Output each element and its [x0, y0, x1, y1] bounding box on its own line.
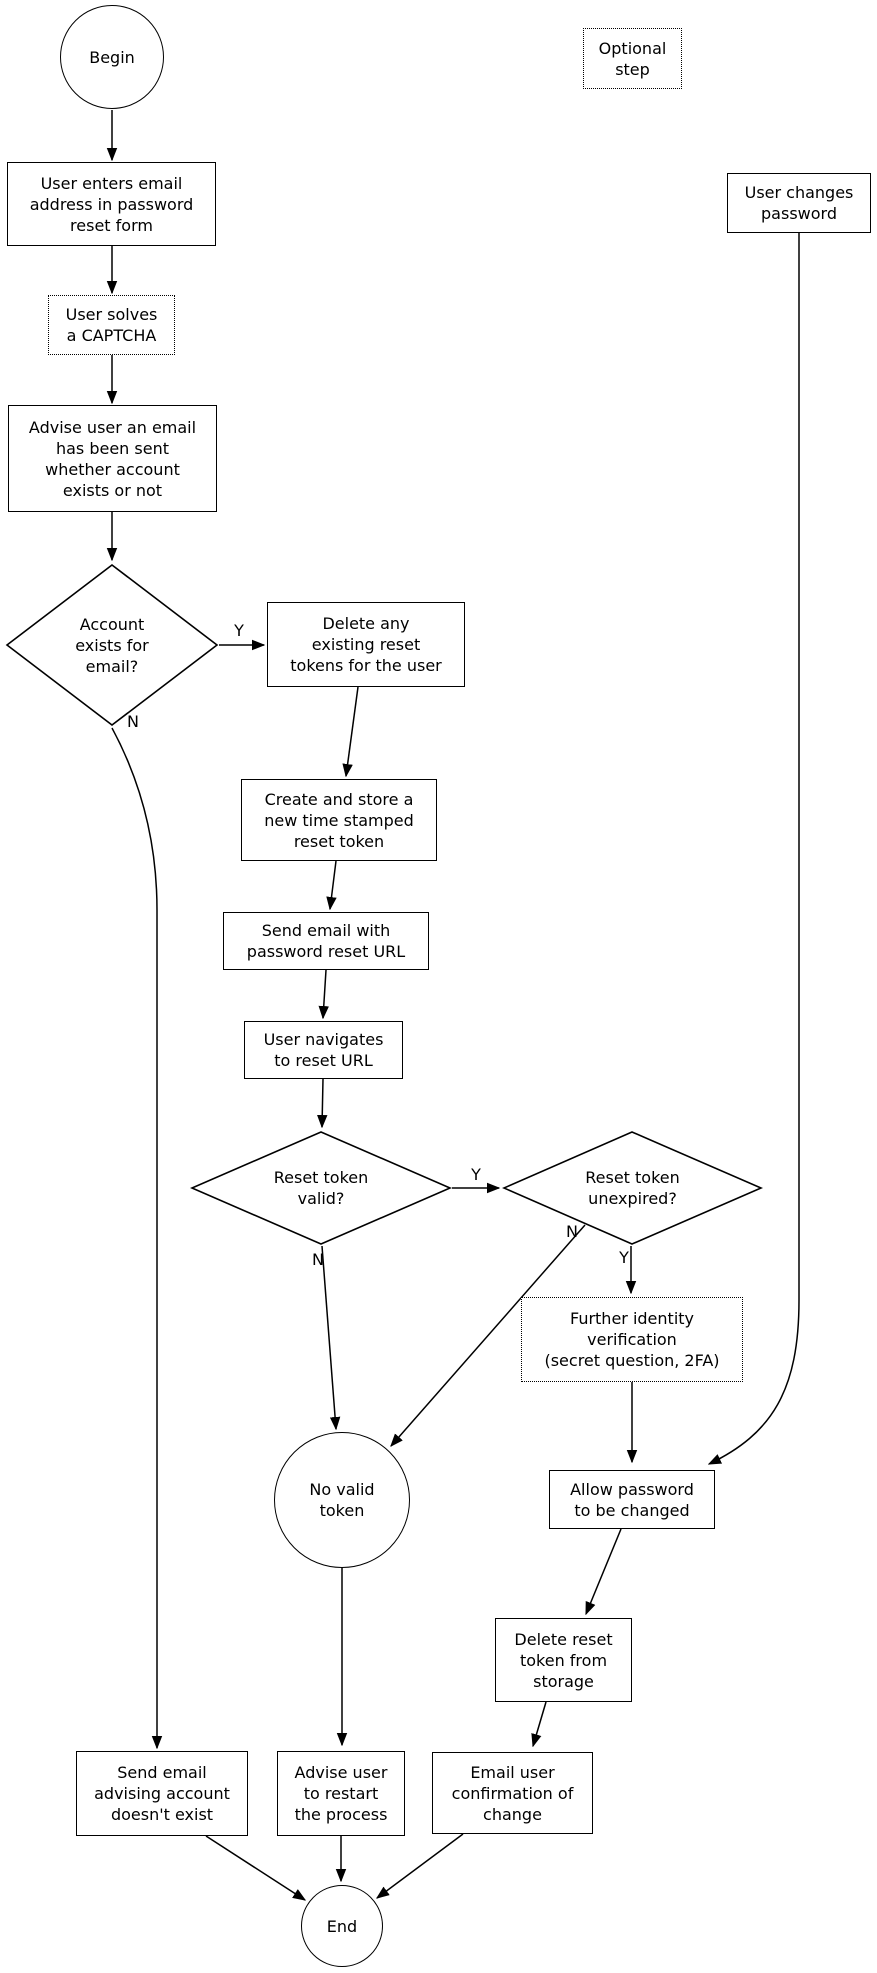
edge-label-account-yes: Y: [234, 620, 244, 640]
node-advise-restart: Advise user to restart the process: [277, 1751, 405, 1836]
token-valid-diamond-shape: [190, 1131, 452, 1245]
node-account-exists: Account exists for email?: [5, 563, 219, 727]
node-delete-existing-tokens: Delete any existing reset tokens for the…: [267, 602, 465, 687]
node-email-confirmation-label: Email user confirmation of change: [451, 1762, 574, 1824]
node-begin: Begin: [60, 5, 164, 109]
node-allow-change-label: Allow password to be changed: [570, 1479, 694, 1520]
node-send-reset-email: Send email with password reset URL: [223, 912, 429, 970]
edge-create-token-to-send-email: [330, 860, 337, 909]
edge-user-changes-to-allow-change: [709, 233, 800, 1465]
node-email-confirmation: Email user confirmation of change: [432, 1752, 593, 1834]
edge-delete-storage-to-email-confirmation: [533, 1701, 547, 1746]
node-token-valid-label: Reset token valid?: [273, 1168, 369, 1208]
token-unexpired-diamond-shape: [502, 1131, 763, 1245]
edge-label-valid-yes: Y: [471, 1164, 481, 1184]
node-user-changes-password-label: User changes password: [744, 183, 854, 223]
edge-label-unexpired-yes: Y: [619, 1247, 629, 1267]
node-token-unexpired-label: Reset token unexpired?: [585, 1168, 680, 1208]
edge-delete-tokens-to-create-token: [346, 686, 359, 776]
node-captcha-label: User solves a CAPTCHA: [65, 305, 158, 345]
edge-send-no-account-to-end: [205, 1835, 305, 1900]
edge-navigate-to-token-valid: [322, 1078, 323, 1127]
node-delete-from-storage: Delete reset token from storage: [495, 1618, 632, 1702]
node-navigate-url: User navigates to reset URL: [244, 1021, 403, 1079]
edge-send-email-to-navigate: [323, 969, 326, 1018]
node-advise-sent: Advise user an email has been sent wheth…: [8, 405, 217, 512]
node-no-valid-token-label: No valid token: [309, 1480, 375, 1520]
node-allow-change: Allow password to be changed: [549, 1470, 715, 1529]
node-user-changes-password: User changes password: [727, 173, 871, 233]
edge-label-account-no: N: [127, 711, 139, 731]
node-send-no-account-email: Send email advising account doesn't exis…: [76, 1751, 248, 1836]
node-advise-restart-label: Advise user to restart the process: [294, 1763, 388, 1824]
account-exists-diamond-shape: [5, 563, 219, 727]
node-create-token: Create and store a new time stamped rese…: [241, 779, 437, 861]
node-delete-from-storage-label: Delete reset token from storage: [514, 1629, 613, 1691]
node-end: End: [301, 1885, 383, 1967]
node-send-no-account-email-label: Send email advising account doesn't exis…: [94, 1763, 230, 1824]
node-navigate-url-label: User navigates to reset URL: [263, 1030, 384, 1070]
edge-label-unexpired-no: N: [566, 1221, 578, 1241]
node-delete-existing-tokens-label: Delete any existing reset tokens for the…: [290, 614, 442, 675]
legend-optional-step: Optional step: [583, 28, 682, 89]
edge-account-exists-no: [111, 727, 157, 1748]
node-no-valid-token: No valid token: [274, 1432, 410, 1568]
edge-label-valid-no: N: [312, 1249, 324, 1269]
edge-allow-change-to-delete-storage: [585, 1528, 622, 1614]
node-further-verification: Further identity verification (secret qu…: [521, 1297, 743, 1382]
node-token-valid: Reset token valid?: [190, 1130, 452, 1246]
node-advise-sent-label: Advise user an email has been sent wheth…: [28, 417, 197, 500]
node-token-unexpired: Reset token unexpired?: [502, 1130, 763, 1246]
node-end-label: End: [326, 1916, 358, 1936]
edge-token-unexpired-no: [391, 1224, 586, 1446]
node-further-verification-label: Further identity verification (secret qu…: [544, 1309, 720, 1370]
node-enter-email: User enters email address in password re…: [7, 162, 216, 246]
edge-email-confirmation-to-end: [377, 1833, 464, 1898]
node-create-token-label: Create and store a new time stamped rese…: [264, 789, 414, 851]
node-account-exists-label: Account exists for email?: [75, 614, 149, 676]
legend-optional-step-label: Optional step: [598, 38, 667, 79]
node-enter-email-label: User enters email address in password re…: [29, 173, 194, 235]
node-send-reset-email-label: Send email with password reset URL: [246, 921, 406, 961]
node-begin-label: Begin: [89, 47, 135, 67]
edge-token-valid-no: [321, 1245, 336, 1429]
node-captcha: User solves a CAPTCHA: [48, 295, 175, 355]
